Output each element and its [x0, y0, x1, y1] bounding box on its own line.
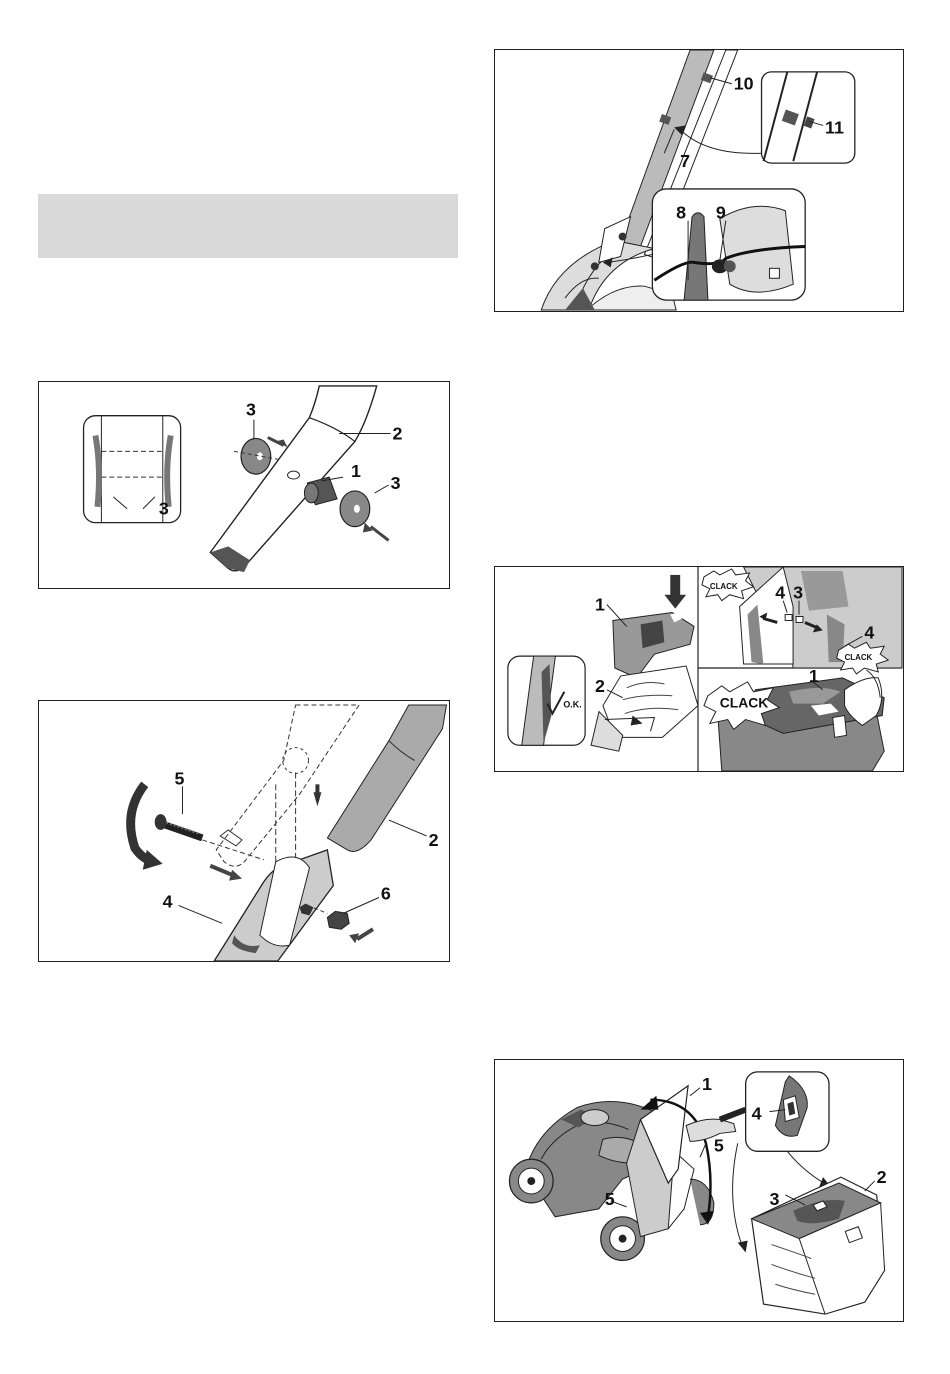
callout-11-clip-inset: 11 [825, 117, 844, 137]
clack-label-small-2: CLACK [845, 653, 873, 662]
callout-2-tube: 2 [429, 830, 439, 850]
callout-1-spacer: 1 [351, 461, 361, 481]
ok-label: O.K. [563, 700, 581, 710]
clack-label-small-1: CLACK [710, 582, 738, 591]
callout-3-left-washer: 3 [246, 400, 256, 420]
bolt-mount-illustration: 5 2 4 6 [39, 701, 449, 961]
callout-4-hook: 4 [752, 1104, 762, 1124]
figure-catcher-assembly: O.K. 1 2 CLACK CLACK 4 3 4 [494, 566, 904, 772]
callout-3-right-washer: 3 [391, 473, 401, 493]
callout-1-catcher: 1 [809, 666, 819, 686]
figure-handle-spacer: 3 3 2 1 3 [38, 381, 450, 589]
callout-4-latch-right: 4 [864, 622, 874, 642]
callout-1-flap: 1 [702, 1074, 712, 1094]
callout-2-tube: 2 [393, 423, 403, 443]
callout-4-bracket: 4 [163, 891, 173, 911]
callout-4-latch-left: 4 [775, 583, 785, 603]
clack-label-big: CLACK [720, 695, 769, 711]
callout-6-nut: 6 [381, 883, 391, 903]
callout-8-cable: 8 [676, 203, 686, 223]
callout-1-lid: 1 [595, 595, 605, 615]
figure-catcher-mount: 1 4 5 2 3 5 [494, 1059, 904, 1322]
callout-2-catcher: 2 [877, 1167, 887, 1187]
callout-5-left: 5 [605, 1189, 615, 1209]
figure-cable-clips: 10 11 7 8 9 [494, 49, 904, 312]
callout-9-strain-relief: 9 [716, 203, 726, 223]
callout-2-basket: 2 [595, 676, 605, 696]
catcher-assembly-illustration: O.K. 1 2 CLACK CLACK 4 3 4 [495, 567, 903, 771]
cable-clips-illustration: 10 11 7 8 9 [495, 50, 903, 311]
handle-spacer-illustration: 3 3 2 1 3 [39, 382, 449, 588]
callout-5-right: 5 [714, 1135, 724, 1155]
callout-5-screw: 5 [175, 768, 185, 788]
callout-3-handle: 3 [769, 1189, 779, 1209]
callout-10-clip: 10 [734, 74, 754, 94]
callout-3-pin: 3 [793, 583, 803, 603]
callout-3-inset: 3 [159, 499, 169, 519]
figure-bolt-mount: 5 2 4 6 [38, 700, 450, 962]
callout-7-handle: 7 [680, 151, 690, 171]
section-heading-band [38, 194, 458, 258]
catcher-mount-illustration: 1 4 5 2 3 5 [495, 1060, 903, 1321]
